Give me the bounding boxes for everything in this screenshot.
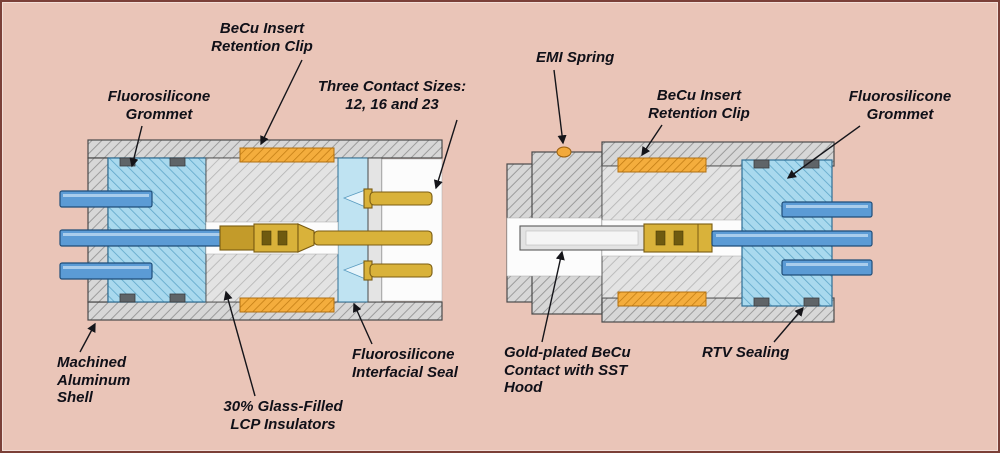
wire xyxy=(59,229,237,247)
wire-highlight xyxy=(63,233,231,236)
contact-inspection-hole xyxy=(655,230,666,246)
leader-becu-clip-left xyxy=(260,59,303,146)
leader-interfacial-seal xyxy=(353,302,373,345)
label-rtv-sealing: RTV Sealing xyxy=(702,344,790,361)
retention-clip-top xyxy=(617,157,707,173)
leader-rtv-sealing xyxy=(773,306,804,343)
rtv-seal-block xyxy=(803,159,820,169)
grommet-seal-block xyxy=(119,293,136,303)
sst-hood-inner xyxy=(525,230,639,246)
contact-body xyxy=(253,223,299,253)
wire xyxy=(59,262,153,280)
grommet-seal-block xyxy=(169,293,186,303)
contact-inspection-hole xyxy=(277,230,288,246)
leader-emi-spring xyxy=(553,69,567,145)
rtv-seal-block xyxy=(753,297,770,307)
wire xyxy=(59,190,153,208)
retention-clip-bottom xyxy=(617,291,707,307)
rtv-seal-block xyxy=(753,159,770,169)
rtv-seal-block xyxy=(803,297,820,307)
label-gold-plated-becu-contact: Gold-plated BeCu Contact with SST Hood xyxy=(504,344,631,397)
label-fluorosilicone-grommet-right: Fluorosilicone Grommet xyxy=(848,88,952,123)
retention-clip-bottom xyxy=(239,297,335,313)
grommet-seal-block xyxy=(169,157,186,167)
leader-gold-contact xyxy=(541,250,565,343)
contact-pin-middle xyxy=(313,230,433,246)
mating-cavity xyxy=(381,158,443,302)
wire-highlight xyxy=(786,205,868,208)
wire xyxy=(781,201,873,218)
label-machined-aluminum-shell: Machined Aluminum Shell xyxy=(57,354,131,407)
label-three-contact-sizes: Three Contact Sizes: 12, 16 and 23 xyxy=(317,78,467,113)
emi-spring xyxy=(556,146,572,158)
label-lcp-insulators: 30% Glass-Filled LCP Insulators xyxy=(223,398,343,433)
wire-highlight xyxy=(716,234,868,237)
label-emi-spring: EMI Spring xyxy=(536,49,615,66)
wire xyxy=(781,259,873,276)
contact-inspection-hole xyxy=(673,230,684,246)
leader-fluorosilicone-grommet-right xyxy=(786,125,861,179)
leader-machined-aluminum-shell xyxy=(79,322,96,353)
retention-clip-top xyxy=(239,147,335,163)
wire-highlight xyxy=(63,266,149,269)
leader-lcp-insulators xyxy=(223,290,256,397)
label-fluorosilicone-grommet-left: Fluorosilicone Grommet xyxy=(107,88,211,123)
contact-taper xyxy=(297,223,315,253)
label-fluorosilicone-interfacial-seal: Fluorosilicone Interfacial Seal xyxy=(352,346,458,381)
wire-highlight xyxy=(63,194,149,197)
left-connector-cross-section xyxy=(59,139,443,321)
label-becu-insert-retention-clip-left: BeCu Insert Retention Clip xyxy=(211,20,313,55)
contact-inspection-hole xyxy=(261,230,272,246)
contact-crimp-barrel xyxy=(219,225,255,251)
wire-highlight xyxy=(786,263,868,266)
label-becu-insert-retention-clip-right: BeCu Insert Retention Clip xyxy=(648,87,750,122)
right-connector-cross-section xyxy=(506,141,873,323)
leader-three-contact-sizes xyxy=(433,119,458,190)
leader-lines xyxy=(79,59,861,397)
leader-fluorosilicone-grommet-left xyxy=(129,125,143,168)
contact-pin-top xyxy=(369,191,433,206)
leader-becu-clip-right xyxy=(641,124,663,157)
contact-pin-bottom xyxy=(369,263,433,278)
wire xyxy=(711,230,873,247)
